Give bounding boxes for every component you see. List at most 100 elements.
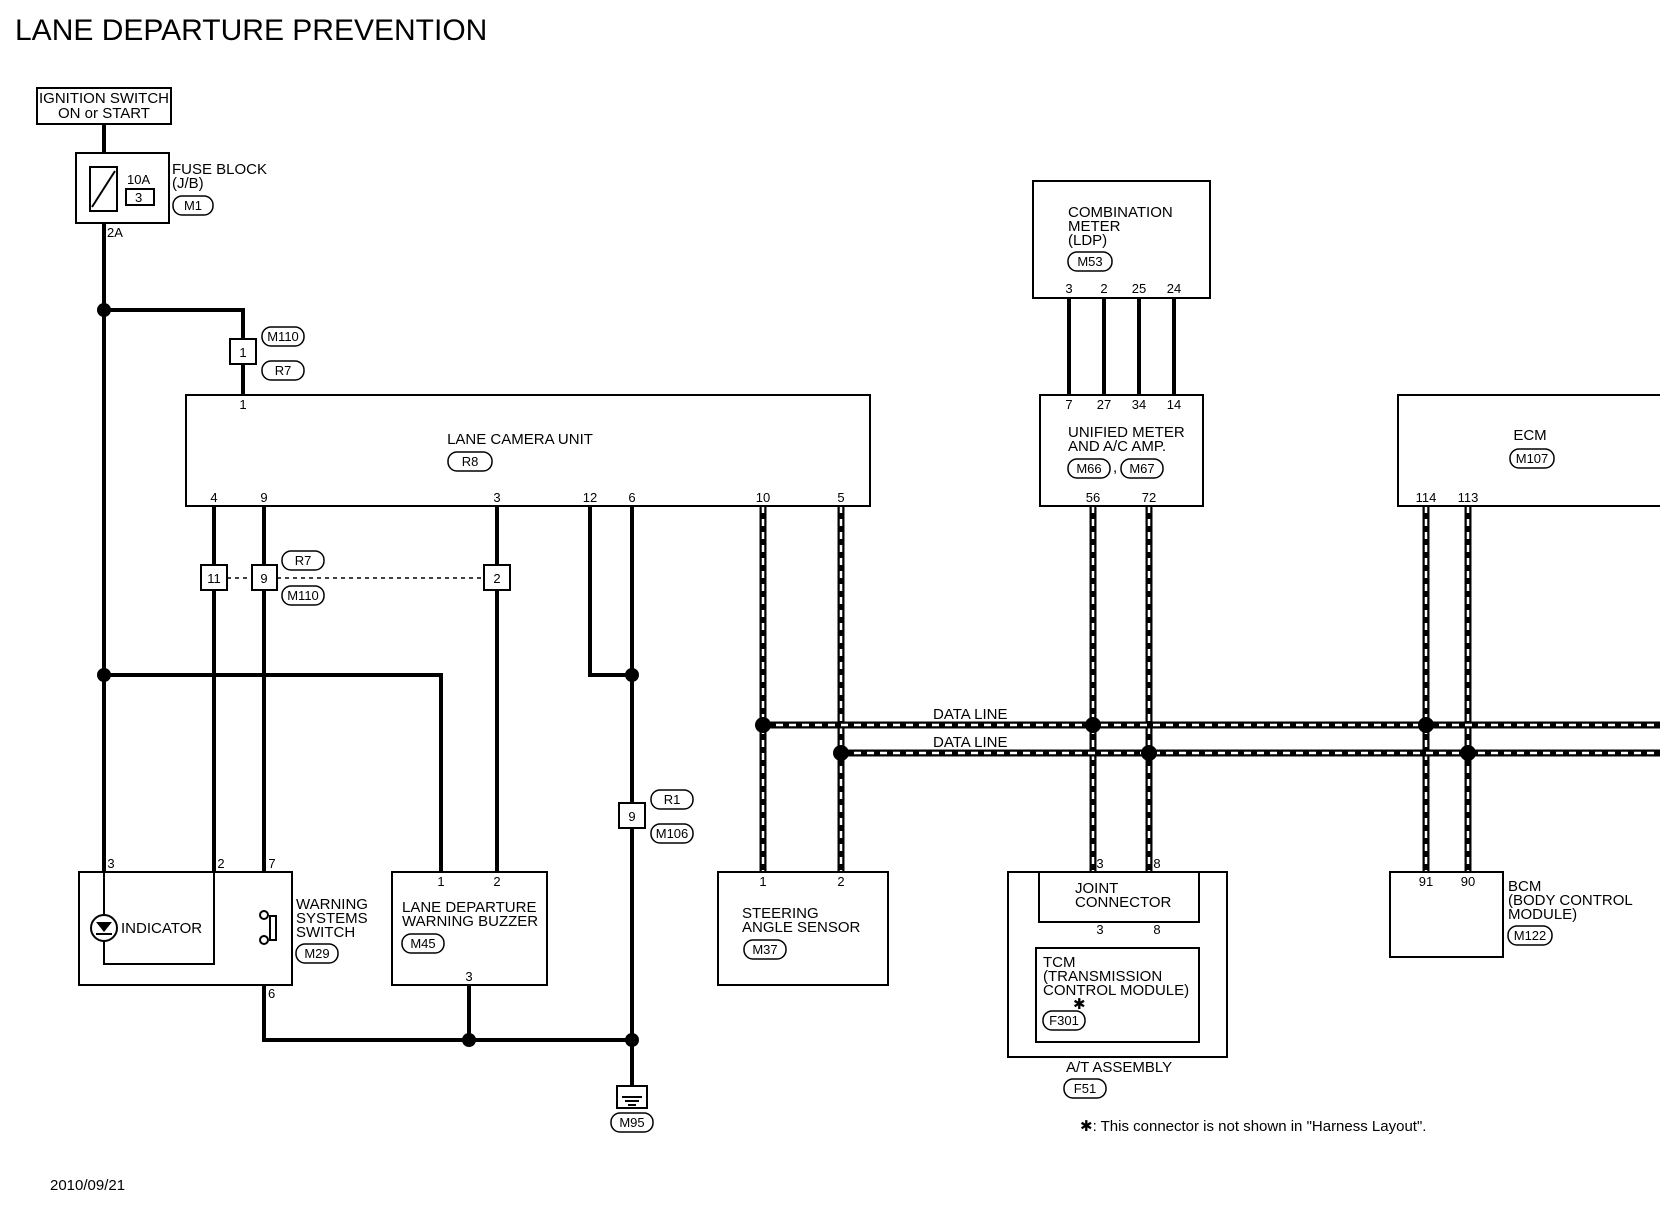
svg-text:9: 9 xyxy=(628,809,635,824)
svg-text:6: 6 xyxy=(268,986,275,1001)
svg-text:M110: M110 xyxy=(267,329,299,344)
svg-text:WARNING: WARNING xyxy=(296,896,368,913)
svg-text:4: 4 xyxy=(210,490,217,505)
svg-text:7: 7 xyxy=(268,856,275,871)
svg-text:9: 9 xyxy=(260,490,267,505)
page-title: LANE DEPARTURE PREVENTION xyxy=(15,14,487,47)
svg-text:M67: M67 xyxy=(1129,461,1154,476)
svg-text:R1: R1 xyxy=(664,792,681,807)
svg-text:BCM: BCM xyxy=(1508,878,1541,895)
svg-text:LANE DEPARTURE: LANE DEPARTURE xyxy=(402,899,536,916)
unified-meter: 7 27 34 14 UNIFIED METER AND A/C AMP. M6… xyxy=(1039,394,1204,507)
svg-text:✱: ✱ xyxy=(1073,996,1086,1013)
footnote: ✱: This connector is not shown in "Harne… xyxy=(1080,1118,1426,1135)
svg-text:WARNING BUZZER: WARNING BUZZER xyxy=(402,913,538,930)
svg-text:SWITCH: SWITCH xyxy=(296,924,355,941)
junction-connector-top: 1 M110 R7 xyxy=(229,326,305,381)
svg-text:3: 3 xyxy=(465,969,472,984)
svg-text:,: , xyxy=(1113,459,1117,476)
svg-text:8: 8 xyxy=(1153,856,1160,871)
svg-text:COMBINATION: COMBINATION xyxy=(1068,204,1173,221)
svg-text:R8: R8 xyxy=(462,454,479,469)
svg-text:(TRANSMISSION: (TRANSMISSION xyxy=(1043,968,1162,985)
svg-text:CONNECTOR: CONNECTOR xyxy=(1075,894,1172,911)
svg-text:(LDP): (LDP) xyxy=(1068,232,1107,249)
switch-contact-icon xyxy=(259,910,269,920)
svg-text:METER: METER xyxy=(1068,218,1121,235)
svg-text:2: 2 xyxy=(493,571,500,586)
lane-camera-unit: 1 LANE CAMERA UNIT R8 4 9 3 12 6 10 5 xyxy=(185,394,871,507)
svg-text:114: 114 xyxy=(1416,490,1437,505)
data-line-label-1: DATA LINE xyxy=(933,706,1007,723)
svg-text:(J/B): (J/B) xyxy=(172,175,204,192)
svg-text:SYSTEMS: SYSTEMS xyxy=(296,910,368,927)
svg-text:12: 12 xyxy=(583,490,597,505)
svg-text:CONTROL MODULE): CONTROL MODULE) xyxy=(1043,982,1189,999)
junction-connector-ground: 9 R1 M106 xyxy=(618,789,694,844)
svg-text:1: 1 xyxy=(759,874,766,889)
data-lines xyxy=(759,506,1660,872)
svg-text:R7: R7 xyxy=(295,553,312,568)
svg-text:10: 10 xyxy=(756,490,770,505)
svg-text:1: 1 xyxy=(239,345,246,360)
svg-text:113: 113 xyxy=(1458,490,1479,505)
svg-text:FUSE BLOCK: FUSE BLOCK xyxy=(172,161,267,178)
svg-text:M37: M37 xyxy=(752,942,777,957)
svg-text:9: 9 xyxy=(260,571,267,586)
bcm: 91 90 BCM (BODY CONTROL MODULE) M122 xyxy=(1389,871,1633,958)
svg-text:72: 72 xyxy=(1142,490,1156,505)
svg-text:5: 5 xyxy=(837,490,844,505)
svg-text:8: 8 xyxy=(1153,922,1160,937)
svg-text:AND A/C AMP.: AND A/C AMP. xyxy=(1068,438,1166,455)
svg-text:91: 91 xyxy=(1419,874,1433,889)
svg-text:90: 90 xyxy=(1461,874,1475,889)
junction-nodes xyxy=(97,303,1476,1047)
svg-text:JOINT: JOINT xyxy=(1075,880,1118,897)
svg-text:6: 6 xyxy=(628,490,635,505)
indicator-switch-assembly: 3 2 7 INDICATOR 6 xyxy=(78,856,293,1001)
svg-text:56: 56 xyxy=(1086,490,1100,505)
svg-text:M53: M53 xyxy=(1077,254,1102,269)
lane-departure-warning-buzzer: 1 2 LANE DEPARTURE WARNING BUZZER M45 3 xyxy=(391,871,548,986)
warning-systems-switch-label: WARNING SYSTEMS SWITCH M29 xyxy=(295,896,368,964)
svg-text:M110: M110 xyxy=(287,588,319,603)
svg-text:24: 24 xyxy=(1167,281,1181,296)
svg-text:M106: M106 xyxy=(656,826,689,841)
junction-connector-mid: 11 9 2 R7 M110 xyxy=(200,550,511,606)
data-line-label-2: DATA LINE xyxy=(933,734,1007,751)
svg-text:3: 3 xyxy=(135,190,142,205)
svg-text:10A: 10A xyxy=(127,172,150,187)
svg-text:M107: M107 xyxy=(1516,451,1549,466)
svg-text:F301: F301 xyxy=(1049,1013,1079,1028)
svg-text:3: 3 xyxy=(1096,922,1103,937)
svg-text:F51: F51 xyxy=(1074,1081,1096,1096)
svg-text:R7: R7 xyxy=(275,363,292,378)
svg-text:27: 27 xyxy=(1097,397,1111,412)
svg-text:TCM: TCM xyxy=(1043,954,1076,971)
svg-text:STEERING: STEERING xyxy=(742,905,819,922)
revision-date: 2010/09/21 xyxy=(50,1177,125,1194)
svg-text:ANGLE SENSOR: ANGLE SENSOR xyxy=(742,919,861,936)
svg-text:M122: M122 xyxy=(1514,928,1547,943)
svg-text:M1: M1 xyxy=(184,198,202,213)
svg-text:ON or START: ON or START xyxy=(58,105,150,122)
svg-text:2: 2 xyxy=(217,856,224,871)
svg-text:INDICATOR: INDICATOR xyxy=(121,920,202,937)
svg-text:1: 1 xyxy=(437,874,444,889)
svg-text:25: 25 xyxy=(1132,281,1146,296)
svg-text:M29: M29 xyxy=(304,946,329,961)
fuse-block: 10A 3 FUSE BLOCK (J/B) M1 2A xyxy=(75,152,267,240)
svg-text:11: 11 xyxy=(207,571,221,586)
svg-text:2: 2 xyxy=(837,874,844,889)
ecm: ECM M107 114 113 xyxy=(1397,394,1660,507)
svg-text:M66: M66 xyxy=(1076,461,1101,476)
svg-text:3: 3 xyxy=(493,490,500,505)
svg-text:IGNITION SWITCH: IGNITION SWITCH xyxy=(39,90,169,107)
ground-icon: M95 xyxy=(610,1085,654,1133)
svg-text:14: 14 xyxy=(1167,397,1181,412)
svg-text:34: 34 xyxy=(1132,397,1146,412)
ignition-switch: IGNITION SWITCH ON or START xyxy=(36,87,172,125)
at-assembly: 3 8 JOINT CONNECTOR 3 8 TCM (TRANSMISSIO… xyxy=(1007,856,1228,1099)
svg-text:A/T ASSEMBLY: A/T ASSEMBLY xyxy=(1066,1059,1172,1076)
